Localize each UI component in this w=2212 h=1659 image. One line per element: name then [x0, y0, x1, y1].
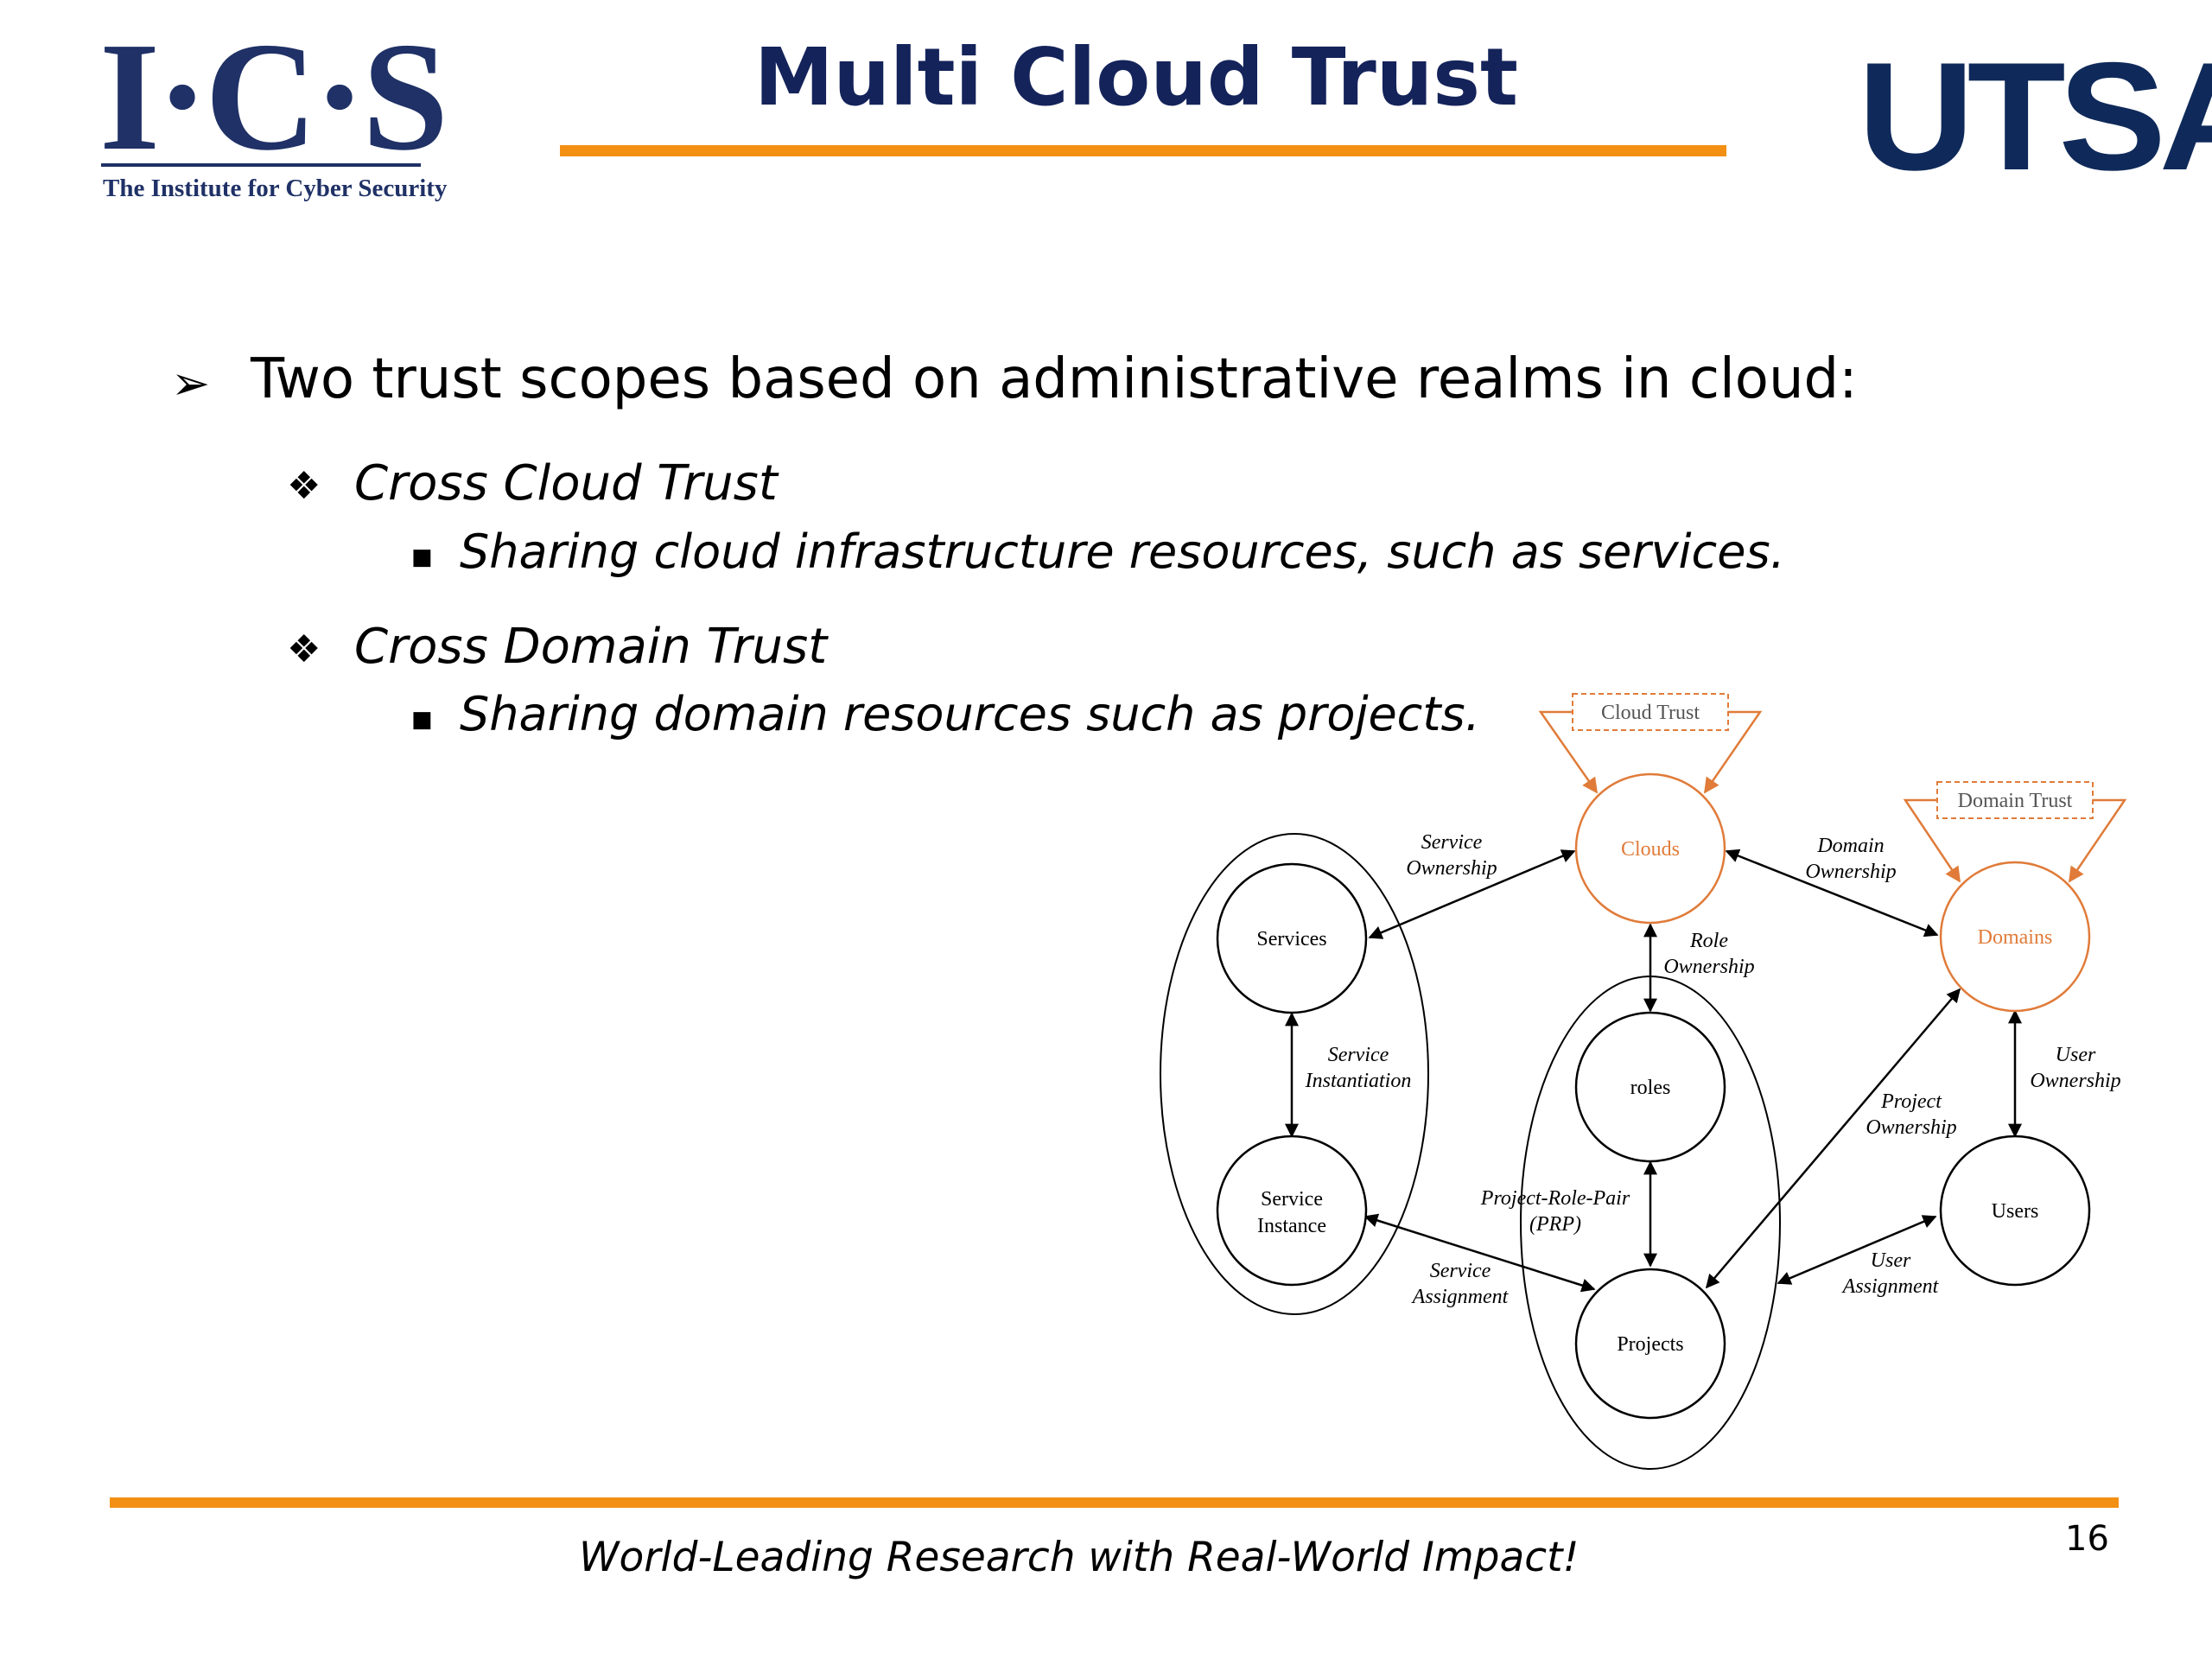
square-bullet-icon: ■: [411, 544, 433, 570]
cloud-trust-loop-right: [1703, 710, 1763, 794]
square-bullet-icon: ■: [411, 707, 433, 733]
label-service-instantiation-2: Instantiation: [1305, 1070, 1412, 1092]
label-project-ownership-2: Ownership: [1866, 1116, 1956, 1139]
ics-logo-subtitle: The Institute for Cyber Security: [103, 175, 448, 202]
edge-project-ownership: [1705, 988, 1961, 1289]
label-user-assignment-2: Assignment: [1841, 1275, 1940, 1298]
edge-domain-ownership: [1725, 849, 1939, 938]
label-service-ownership-2: Ownership: [1406, 857, 1497, 880]
label-prp-2: (PRP): [1529, 1213, 1581, 1236]
domain-trust-loop-right: [2068, 798, 2127, 883]
node-users: [1939, 1135, 2091, 1287]
cloud-trust-loop-left: [1538, 710, 1599, 794]
page-number: 16: [2065, 1519, 2109, 1559]
node-roles: [1574, 1011, 1726, 1163]
label-service-assignment-2: Assignment: [1411, 1286, 1510, 1308]
cloud-trust-box: [1572, 693, 1729, 731]
label-service-ownership-1: Service: [1421, 831, 1483, 854]
sub-bullet-cross-cloud: Cross Cloud Trust: [354, 455, 778, 512]
ics-logo-rule: [101, 163, 421, 167]
node-clouds: [1574, 772, 1726, 925]
domain-trust-box: [1936, 781, 2094, 819]
title-underline: [560, 145, 1726, 156]
node-service-instance-label-2: Instance: [1257, 1215, 1326, 1237]
cloud-trust-label: Cloud Trust: [1601, 702, 1700, 724]
node-domains: [1939, 861, 2091, 1013]
node-projects-label: Projects: [1617, 1333, 1683, 1356]
node-clouds-label: Clouds: [1621, 838, 1680, 861]
label-role-ownership-2: Ownership: [1663, 956, 1754, 978]
arrow-bullet-icon: ➢: [171, 356, 211, 410]
label-prp-1: Project-Role-Pair: [1480, 1187, 1630, 1210]
node-service-instance-label-1: Service: [1261, 1188, 1323, 1211]
node-projects: [1574, 1268, 1726, 1420]
label-domain-ownership-1: Domain: [1816, 835, 1884, 857]
label-user-ownership-2: Ownership: [2030, 1070, 2120, 1092]
utsa-logo: UTSA: [1858, 30, 2212, 202]
node-users-label: Users: [1992, 1200, 2039, 1223]
diamond-bullet-icon: ❖: [287, 464, 321, 508]
utsa-registered-mark: ®: [2167, 154, 2179, 171]
label-role-ownership-1: Role: [1689, 930, 1728, 952]
ics-logo: I·C·S The Institute for Cyber Security: [99, 19, 448, 205]
label-user-ownership-1: User: [2056, 1044, 2096, 1066]
node-roles-label: roles: [1630, 1077, 1671, 1099]
edge-user-assignment: [1777, 1215, 1937, 1285]
domain-trust-loop-left: [1903, 798, 1961, 883]
detail-cross-cloud: Sharing cloud infrastructure resources, …: [460, 524, 1785, 579]
project-group-ellipse: [1520, 976, 1781, 1470]
diamond-bullet-icon: ❖: [287, 627, 321, 671]
node-service-instance: [1216, 1135, 1368, 1287]
detail-cross-domain: Sharing domain resources such as project…: [460, 687, 1480, 741]
domain-trust-label: Domain Trust: [1958, 790, 2073, 812]
service-group-ellipse: [1160, 833, 1429, 1315]
label-service-instantiation-1: Service: [1328, 1044, 1389, 1066]
label-user-assignment-1: User: [1871, 1249, 1911, 1272]
edge-service-ownership: [1368, 849, 1576, 939]
main-bullet-text: Two trust scopes based on administrative…: [251, 347, 1858, 411]
node-domains-label: Domains: [1978, 926, 2053, 949]
sub-bullet-cross-domain: Cross Domain Trust: [354, 619, 828, 675]
slide-title: Multi Cloud Trust: [753, 31, 1519, 124]
label-service-assignment-1: Service: [1430, 1260, 1491, 1282]
edge-service-assignment: [1363, 1213, 1596, 1293]
node-services: [1216, 862, 1368, 1014]
footer-rule: [110, 1497, 2119, 1508]
ics-logo-letters: I·C·S: [99, 10, 448, 182]
footer-tagline: World-Leading Research with Real-World I…: [579, 1534, 1580, 1581]
label-domain-ownership-2: Ownership: [1805, 861, 1896, 883]
node-services-label: Services: [1256, 928, 1326, 950]
label-project-ownership-1: Project: [1880, 1090, 1942, 1113]
